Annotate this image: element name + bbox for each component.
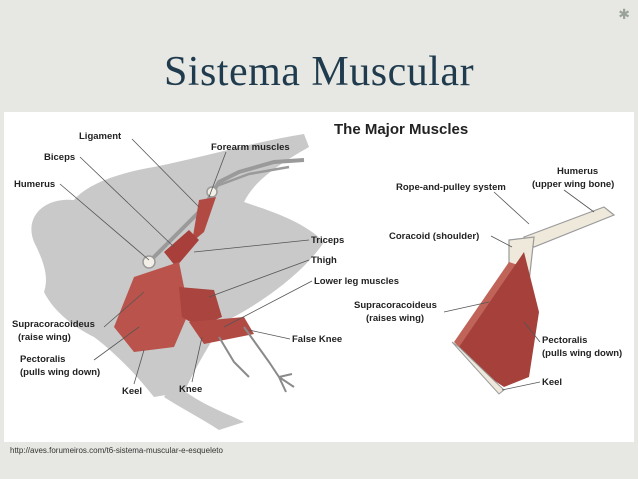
wing-skeleton bbox=[142, 158, 305, 269]
label-keel-left: Keel bbox=[122, 386, 142, 397]
biceps-muscle bbox=[164, 230, 199, 267]
keel-bone bbox=[451, 341, 505, 395]
right-leader-lines bbox=[443, 189, 595, 391]
label-biceps: Biceps bbox=[44, 152, 75, 163]
label-humerus-right-2: (upper wing bone) bbox=[532, 179, 614, 190]
label-lower-leg: Lower leg muscles bbox=[314, 276, 399, 287]
diagram-svg: The Major Muscles Ligament Biceps Humeru… bbox=[12, 121, 622, 430]
source-url: http://aves.forumeiros.com/t6-sistema-mu… bbox=[10, 446, 223, 455]
label-ligament: Ligament bbox=[79, 131, 122, 142]
shoulder-detail bbox=[451, 206, 616, 395]
humerus-bone bbox=[522, 206, 616, 248]
thigh-muscle bbox=[179, 287, 222, 327]
label-false-knee: False Knee bbox=[292, 334, 342, 345]
legs bbox=[218, 326, 295, 393]
lower-leg-muscle bbox=[189, 317, 254, 344]
label-thigh: Thigh bbox=[311, 255, 337, 266]
label-supra-left-1: Supracoracoideus bbox=[12, 319, 95, 330]
label-pectoralis-left-2: (pulls wing down) bbox=[20, 367, 100, 378]
label-forearm: Forearm muscles bbox=[211, 142, 290, 153]
breast-muscle bbox=[114, 262, 189, 352]
diagram-heading: The Major Muscles bbox=[334, 121, 468, 138]
left-leader-lines bbox=[59, 138, 313, 385]
label-keel-right: Keel bbox=[542, 377, 562, 388]
label-supra-right-1: Supracoracoideus bbox=[354, 300, 437, 311]
label-humerus: Humerus bbox=[14, 179, 55, 190]
slide-title: Sistema Muscular bbox=[163, 49, 475, 95]
label-rope-pulley: Rope-and-pulley system bbox=[396, 182, 506, 193]
label-pectoralis-left-1: Pectoralis bbox=[20, 354, 65, 365]
label-triceps: Triceps bbox=[311, 235, 344, 246]
label-coracoid: Coracoid (shoulder) bbox=[389, 231, 479, 242]
left-muscles bbox=[114, 197, 254, 352]
muscle-diagram: The Major Muscles Ligament Biceps Humeru… bbox=[4, 112, 634, 442]
label-knee: Knee bbox=[179, 384, 202, 395]
forearm-muscle bbox=[192, 197, 216, 242]
bird-tail bbox=[164, 382, 244, 430]
label-pectoralis-right-2: (pulls wing down) bbox=[542, 348, 622, 359]
label-humerus-right-1: Humerus bbox=[557, 166, 598, 177]
corner-ornament-icon: ✱ bbox=[618, 6, 630, 22]
pectoralis-muscle bbox=[459, 252, 539, 387]
label-supra-left-2: (raise wing) bbox=[18, 332, 71, 343]
label-pectoralis-right-1: Pectoralis bbox=[542, 335, 587, 346]
label-supra-right-2: (raises wing) bbox=[366, 313, 424, 324]
